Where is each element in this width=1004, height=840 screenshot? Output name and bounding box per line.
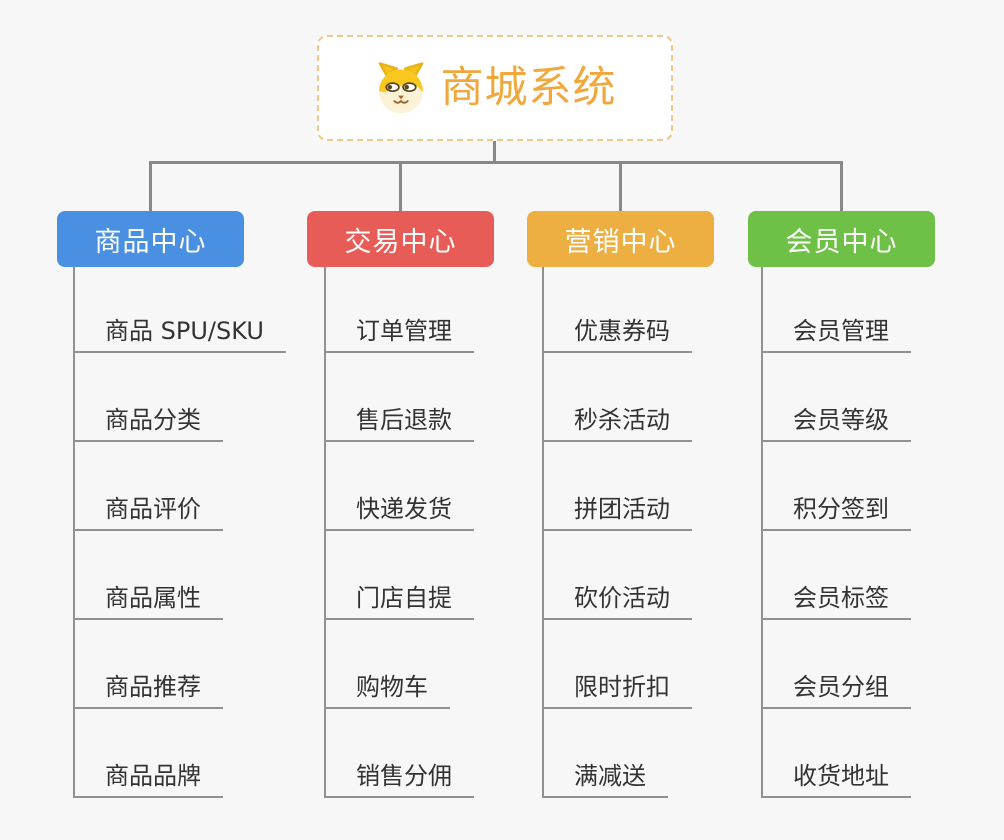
dog-face-icon <box>374 61 428 115</box>
leaf-trade-commission[interactable]: 销售分佣 <box>324 709 474 798</box>
connector-drop-trade <box>399 163 402 211</box>
leaf-marketing-full-reduction[interactable]: 满减送 <box>542 709 668 798</box>
leaf-marketing-group-buy[interactable]: 拼团活动 <box>542 442 692 531</box>
leaf-marketing-bargain[interactable]: 砍价活动 <box>542 531 692 620</box>
leaf-trade-cart[interactable]: 购物车 <box>324 620 450 709</box>
root-title: 商城系统 <box>440 62 617 113</box>
leaf-member-points-checkin[interactable]: 积分签到 <box>761 442 911 531</box>
leaf-trade-refund[interactable]: 售后退款 <box>324 353 474 442</box>
leaf-trade-order[interactable]: 订单管理 <box>324 267 474 353</box>
leaf-marketing-flash-sale[interactable]: 秒杀活动 <box>542 353 692 442</box>
connector-drop-marketing <box>619 163 622 211</box>
connector-drop-product <box>149 163 152 211</box>
branch-header-member[interactable]: 会员中心 <box>748 211 935 267</box>
branch-leaves-trade: 订单管理 售后退款 快递发货 门店自提 购物车 销售分佣 <box>324 267 474 798</box>
leaf-product-recommend[interactable]: 商品推荐 <box>73 620 223 709</box>
leaf-member-manage[interactable]: 会员管理 <box>761 267 911 353</box>
leaf-member-tag[interactable]: 会员标签 <box>761 531 911 620</box>
branch-header-marketing[interactable]: 营销中心 <box>527 211 714 267</box>
leaf-product-category[interactable]: 商品分类 <box>73 353 223 442</box>
leaf-product-brand[interactable]: 商品品牌 <box>73 709 223 798</box>
branch-leaves-marketing: 优惠券码 秒杀活动 拼团活动 砍价活动 限时折扣 满减送 <box>542 267 692 798</box>
connector-root-stub <box>493 141 496 162</box>
branch-leaves-product: 商品 SPU/SKU 商品分类 商品评价 商品属性 商品推荐 商品品牌 <box>73 267 286 798</box>
leaf-trade-shipping[interactable]: 快递发货 <box>324 442 474 531</box>
branch-header-trade[interactable]: 交易中心 <box>307 211 494 267</box>
leaf-member-address[interactable]: 收货地址 <box>761 709 911 798</box>
leaf-trade-pickup[interactable]: 门店自提 <box>324 531 474 620</box>
leaf-product-review[interactable]: 商品评价 <box>73 442 223 531</box>
root-node[interactable]: 商城系统 <box>317 35 673 141</box>
leaf-member-group[interactable]: 会员分组 <box>761 620 911 709</box>
branch-header-product[interactable]: 商品中心 <box>57 211 244 267</box>
branch-leaves-member: 会员管理 会员等级 积分签到 会员标签 会员分组 收货地址 <box>761 267 911 798</box>
leaf-marketing-coupon[interactable]: 优惠券码 <box>542 267 692 353</box>
leaf-product-spu-sku[interactable]: 商品 SPU/SKU <box>73 267 286 353</box>
leaf-product-attribute[interactable]: 商品属性 <box>73 531 223 620</box>
leaf-member-level[interactable]: 会员等级 <box>761 353 911 442</box>
connector-drop-member <box>840 163 843 211</box>
leaf-marketing-time-discount[interactable]: 限时折扣 <box>542 620 692 709</box>
connector-horizontal-bar <box>149 161 843 164</box>
